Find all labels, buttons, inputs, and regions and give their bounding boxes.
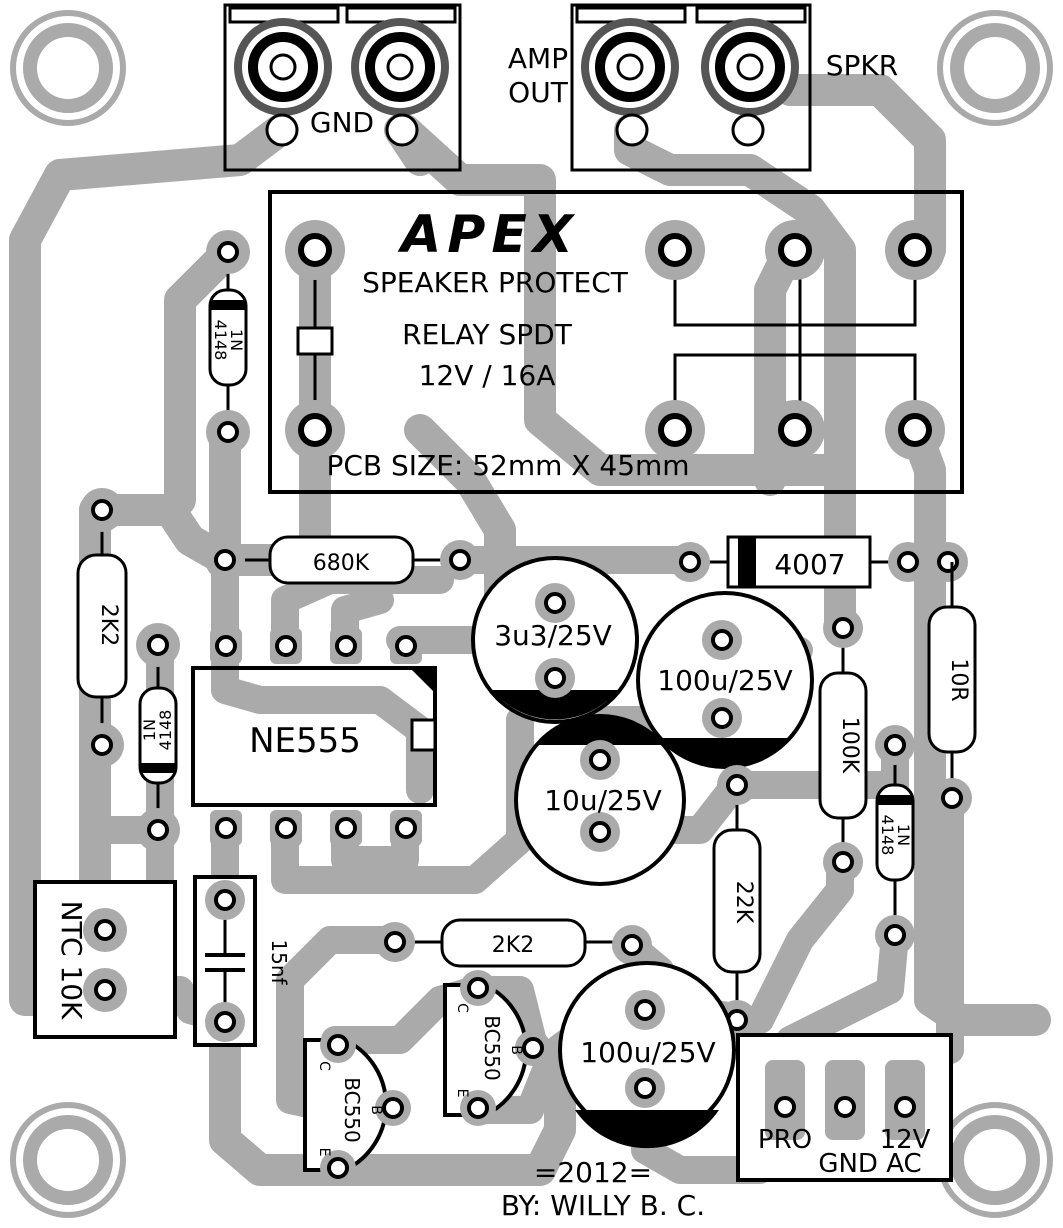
transistor-bc550-lower: BC550 C B E <box>303 1027 411 1186</box>
transistor-lower-label: BC550 <box>340 1077 364 1143</box>
resistor-680k: 680K <box>205 535 480 585</box>
credits: =2012= BY: WILLY B. C. <box>501 1156 705 1222</box>
board-subtitle: SPEAKER PROTECT <box>362 266 629 299</box>
diode-1n4148-right: 1N 4148 <box>875 725 915 955</box>
transistor-upper-label: BC550 <box>480 1015 504 1081</box>
diode-right-label-2: 4148 <box>878 815 897 856</box>
terminal-amp-out-spkr: AMP OUT SPKR <box>508 3 898 172</box>
diode-4007: 4007 <box>670 535 968 589</box>
capacitor-100u-top-label: 100u/25V <box>657 664 792 697</box>
capacitor-15nf-label: 15nf <box>267 939 291 985</box>
pro-label: PRO <box>758 1125 812 1155</box>
12v-label: 12V <box>880 1125 931 1155</box>
pcb-size-label: PCB SIZE: 52mm X 45mm <box>326 449 689 482</box>
resistor-2k2-mid-label: 2K2 <box>492 933 534 958</box>
brand-logo: APEX <box>397 205 579 265</box>
transistor-upper-pin-b: B <box>508 1045 524 1055</box>
resistor-2k2-left-label: 2K2 <box>96 604 121 646</box>
relay: APEX SPEAKER PROTECT RELAY SPDT 12V / 16… <box>268 190 964 494</box>
transistor-upper-pin-c: C <box>454 1003 470 1013</box>
ic-ne555: NE555 <box>191 628 437 846</box>
mounting-hole-top-left <box>10 10 126 126</box>
mounting-holes <box>10 10 1053 1218</box>
relay-spec-line2: 12V / 16A <box>419 359 556 392</box>
transistor-upper-pin-e: E <box>454 1089 470 1098</box>
diode-1n4148-top: 1N 4148 <box>206 230 250 454</box>
amp-out-label-1: AMP <box>508 42 568 75</box>
gnd-label: GND <box>310 106 374 139</box>
capacitor-100u-bottom: 100u/25V <box>558 961 736 1149</box>
resistor-2k2-left: 2K2 <box>76 488 128 767</box>
resistor-680k-label: 680K <box>313 551 370 576</box>
resistor-100k-label: 100K <box>837 717 862 774</box>
capacitor-10u-label: 10u/25V <box>544 784 662 817</box>
diode-4007-label: 4007 <box>774 548 845 581</box>
capacitor-100u-bottom-label: 100u/25V <box>580 1036 715 1069</box>
diode-left-label-1: 1N <box>140 719 159 741</box>
ntc-label: NTC 10K <box>55 901 88 1020</box>
transistor-lower-pin-b: B <box>368 1105 384 1115</box>
ntc-connector: NTC 10K <box>33 880 177 1039</box>
mounting-hole-bottom-left <box>10 1102 126 1218</box>
resistor-10r: 10R <box>927 562 977 818</box>
transistor-lower-pin-e: E <box>316 1148 332 1157</box>
spkr-label: SPKR <box>826 49 898 82</box>
ic-pins <box>210 628 422 846</box>
transistor-bc550-upper: BC550 C B E <box>443 970 551 1126</box>
ic-ne555-label: NE555 <box>249 721 361 761</box>
resistor-2k2-mid: 2K2 <box>375 918 652 968</box>
diode-left-label-2: 4148 <box>156 710 175 751</box>
capacitor-3u3-label: 3u3/25V <box>494 619 612 652</box>
diode-right-label-1: 1N <box>894 824 913 846</box>
power-connector: PRO 12V GND AC <box>736 1033 953 1182</box>
capacitor-15nf: 15nf <box>193 875 291 1047</box>
transistor-lower-pin-c: C <box>316 1061 332 1071</box>
footer-author: BY: WILLY B. C. <box>501 1189 705 1222</box>
capacitor-3u3: 3u3/25V <box>471 556 639 724</box>
terminal-gnd: GND <box>223 3 462 172</box>
resistor-22k: 22K <box>712 765 762 1040</box>
resistor-22k-label: 22K <box>731 881 756 924</box>
amp-out-label-2: OUT <box>508 76 569 109</box>
resistor-10r-label: 10R <box>946 658 971 701</box>
resistor-100k: 100K <box>818 608 868 882</box>
capacitor-100u-top: 100u/25V <box>636 591 814 769</box>
relay-spec-line1: RELAY SPDT <box>402 318 573 351</box>
capacitor-10u: 10u/25V <box>514 714 686 886</box>
gnd-ac-label: GND AC <box>818 1149 921 1179</box>
mounting-hole-bottom-right <box>937 1102 1053 1218</box>
diode-top-label-2: 4148 <box>211 320 230 361</box>
relay-pads <box>285 220 945 460</box>
diode-1n4148-left: 1N 4148 <box>136 623 180 852</box>
diode-top-label-1: 1N <box>227 329 246 351</box>
mounting-hole-top-right <box>937 10 1053 126</box>
footer-year: =2012= <box>534 1156 652 1189</box>
